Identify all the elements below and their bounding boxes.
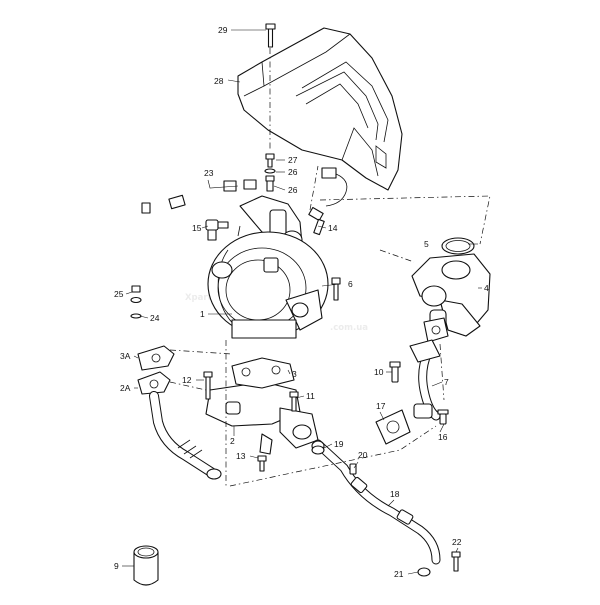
nut-6 [331, 277, 341, 301]
callout-labels: 29 28 23 27 26 26 14 15 6 1 25 24 5 4 10… [114, 25, 489, 579]
oil-return-pipe [149, 391, 222, 480]
callout-7: 7 [444, 377, 449, 387]
banjo-bolt-25 [130, 285, 142, 319]
callout-4: 4 [484, 283, 489, 293]
callout-3a: 3A [120, 351, 131, 361]
support-bracket-2 [205, 381, 319, 455]
watermark-domain: .com.ua [330, 323, 368, 333]
bolt-10 [389, 361, 401, 383]
banjo-fitting-26 [265, 175, 275, 192]
watermark-brand: Xparts [185, 293, 217, 303]
gasket-17 [375, 409, 411, 445]
callout-25: 25 [114, 289, 124, 299]
callout-18: 18 [390, 489, 400, 499]
oil-supply-pipe [130, 179, 257, 304]
seal-19 [311, 445, 325, 455]
bolt-27 [264, 153, 276, 174]
callout-11: 11 [306, 391, 315, 401]
callout-13: 13 [236, 451, 246, 461]
callout-17: 17 [376, 401, 386, 411]
callout-23: 23 [204, 168, 214, 178]
sleeve-9 [133, 545, 159, 586]
callout-21: 21 [394, 569, 404, 579]
oil-return-flange-2a [137, 371, 171, 395]
callout-10: 10 [374, 367, 384, 377]
callout-26b: 26 [288, 185, 298, 195]
hose-18 [311, 439, 441, 565]
flange-gasket-5 [441, 237, 475, 255]
connecting-pipe-7 [409, 339, 441, 421]
callout-28: 28 [214, 76, 224, 86]
leader-lines [122, 29, 482, 575]
bolt-12 [203, 371, 213, 400]
gasket-4 [423, 317, 449, 343]
bolt-29 [265, 23, 276, 48]
bolt-11 [289, 391, 299, 412]
callout-29: 29 [218, 25, 228, 35]
union-15 [205, 219, 229, 241]
callout-6: 6 [348, 279, 353, 289]
callout-20: 20 [358, 450, 368, 460]
callout-1: 1 [200, 309, 205, 319]
gasket-3a [137, 345, 175, 371]
callout-22: 22 [452, 537, 462, 547]
callout-27: 27 [288, 155, 298, 165]
bolt-20 [349, 463, 357, 475]
callout-15: 15 [192, 223, 202, 233]
heat-shield [237, 27, 403, 191]
callout-2a: 2A [120, 383, 131, 393]
callout-24: 24 [150, 313, 160, 323]
gasket-3 [231, 357, 295, 389]
callout-3: 3 [292, 369, 297, 379]
exhaust-connector-4 [411, 253, 491, 337]
callout-12: 12 [182, 375, 192, 385]
callout-9: 9 [114, 561, 119, 571]
callout-2: 2 [230, 436, 235, 446]
sensor-14 [308, 167, 348, 236]
bolt-22 [451, 551, 461, 572]
callout-26a: 26 [288, 167, 298, 177]
assembly-lines [169, 48, 491, 487]
callout-5: 5 [424, 239, 429, 249]
callout-16: 16 [438, 432, 448, 442]
bolt-16 [437, 409, 449, 425]
callout-14: 14 [328, 223, 338, 233]
seal-21 [417, 567, 431, 577]
bolt-13 [257, 455, 267, 472]
turbocharger [207, 195, 329, 339]
callout-19: 19 [334, 439, 344, 449]
